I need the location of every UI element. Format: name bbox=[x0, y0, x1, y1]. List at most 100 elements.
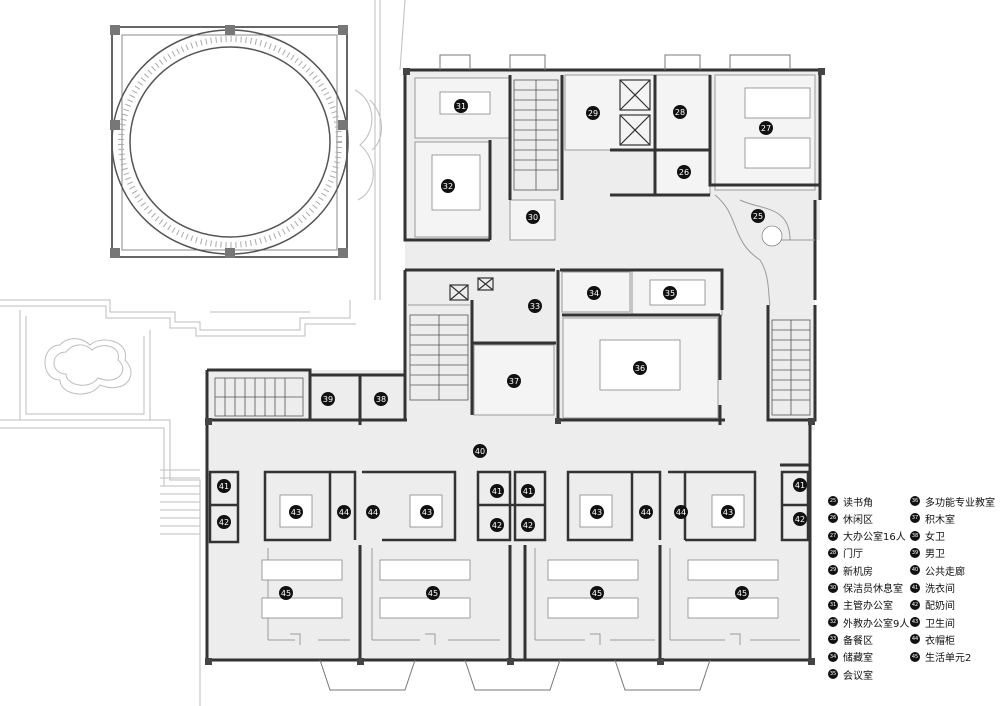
room-number: 41 bbox=[492, 487, 502, 496]
room-badge-36: 36 bbox=[633, 361, 647, 375]
legend-badge: 43 bbox=[910, 617, 920, 628]
stair-tower bbox=[110, 25, 349, 258]
room-badge-28: 28 bbox=[673, 105, 687, 119]
legend-label: 卫生间 bbox=[925, 618, 955, 630]
legend-label: 休闲区 bbox=[843, 514, 873, 526]
room-number: 42 bbox=[492, 521, 502, 530]
room-badge-44: 44 bbox=[639, 505, 653, 519]
room-badge-41: 41 bbox=[217, 479, 231, 493]
room-badge-38: 38 bbox=[374, 392, 388, 406]
legend-label: 会议室 bbox=[843, 670, 873, 682]
room-number: 45 bbox=[592, 589, 602, 598]
legend-item-31: 31 主管办公室 bbox=[828, 597, 893, 613]
legend-label: 新机房 bbox=[843, 566, 873, 578]
room-badge-43: 43 bbox=[420, 505, 434, 519]
legend-item-40: 40 公共走廊 bbox=[910, 562, 965, 578]
legend-item-26: 26 休闲区 bbox=[828, 510, 873, 526]
room-badge-29: 29 bbox=[586, 106, 600, 120]
legend-badge: 26 bbox=[828, 513, 838, 524]
legend-item-29: 29 新机房 bbox=[828, 562, 873, 578]
legend-item-30: 30 保洁员休息室 bbox=[828, 580, 903, 596]
room-badge-41: 41 bbox=[521, 484, 535, 498]
room-number: 44 bbox=[641, 508, 651, 517]
room-number: 44 bbox=[368, 508, 378, 517]
room-number: 42 bbox=[219, 518, 229, 527]
legend-item-25: 25 读书角 bbox=[828, 493, 873, 509]
room-badge-34: 34 bbox=[587, 286, 601, 300]
legend-badge: 36 bbox=[910, 496, 920, 506]
legend-label: 女卫 bbox=[925, 532, 945, 544]
room-number: 37 bbox=[509, 377, 519, 386]
room-badge-43: 43 bbox=[590, 505, 604, 519]
room-number: 44 bbox=[339, 508, 349, 517]
room-badge-37: 37 bbox=[507, 374, 521, 388]
room-number: 38 bbox=[376, 395, 386, 404]
room-number: 43 bbox=[592, 508, 602, 517]
room-badge-44: 44 bbox=[337, 505, 351, 519]
room-badge-45: 45 bbox=[426, 586, 440, 600]
legend-label: 保洁员休息室 bbox=[843, 584, 903, 595]
room-number: 26 bbox=[679, 168, 689, 177]
legend-badge: 31 bbox=[828, 599, 838, 610]
room-badge-35: 35 bbox=[663, 286, 677, 300]
legend-badge: 37 bbox=[910, 513, 920, 524]
room-number: 41 bbox=[795, 481, 805, 490]
room-badge-45: 45 bbox=[279, 586, 293, 600]
window-bays bbox=[319, 54, 791, 691]
legend-badge: 44 bbox=[910, 634, 920, 645]
room-badge-27: 27 bbox=[759, 121, 773, 135]
room-badge-32: 32 bbox=[441, 179, 455, 193]
room-number: 41 bbox=[219, 482, 229, 491]
room-badge-42: 42 bbox=[521, 518, 535, 532]
detail-lines bbox=[267, 194, 815, 645]
furniture bbox=[261, 87, 811, 619]
legend-badge: 40 bbox=[910, 565, 920, 576]
room-number: 40 bbox=[475, 447, 485, 456]
unit-partitions bbox=[208, 470, 810, 544]
room-number: 28 bbox=[675, 108, 685, 117]
room-number: 29 bbox=[588, 109, 598, 118]
legend-item-43: 43 卫生间 bbox=[910, 614, 955, 630]
room-badges: 25 26 27 28 29 30 31 32 33 34 35 36 37 38 39 40 41 41 41 41… bbox=[217, 99, 807, 600]
room-badge-42: 42 bbox=[793, 512, 807, 526]
room-badge-26: 26 bbox=[677, 165, 691, 179]
room-number: 45 bbox=[737, 589, 747, 598]
room-number: 31 bbox=[456, 102, 466, 111]
room-number: 42 bbox=[795, 515, 805, 524]
room-number: 35 bbox=[665, 289, 675, 298]
room-number: 42 bbox=[523, 521, 533, 530]
legend-badge: 25 bbox=[828, 496, 838, 506]
room-badge-33: 33 bbox=[528, 299, 542, 313]
legend-label: 配奶间 bbox=[925, 601, 955, 613]
legend-badge: 29 bbox=[828, 565, 838, 576]
room-badge-41: 41 bbox=[793, 478, 807, 492]
room-badge-42: 42 bbox=[217, 515, 231, 529]
room-badge-39: 39 bbox=[321, 392, 335, 406]
legend-item-38: 38 女卫 bbox=[910, 528, 945, 544]
legend-badge: 38 bbox=[910, 530, 920, 541]
legend-label: 读书角 bbox=[843, 497, 873, 509]
legend-item-44: 44 衣帽柜 bbox=[910, 631, 955, 647]
room-number: 45 bbox=[428, 589, 438, 598]
legend-label: 衣帽柜 bbox=[925, 635, 955, 647]
legend-badge: 32 bbox=[828, 617, 838, 628]
room-number: 36 bbox=[635, 364, 645, 373]
room-badge-30: 30 bbox=[526, 210, 540, 224]
legend-label: 公共走廊 bbox=[925, 566, 965, 578]
legend-label: 主管办公室 bbox=[843, 601, 893, 613]
legend-badge: 41 bbox=[910, 582, 920, 593]
room-number: 25 bbox=[753, 212, 763, 221]
room-number: 41 bbox=[523, 487, 533, 496]
room-badge-25: 25 bbox=[751, 209, 765, 223]
legend-badge: 30 bbox=[828, 582, 838, 593]
